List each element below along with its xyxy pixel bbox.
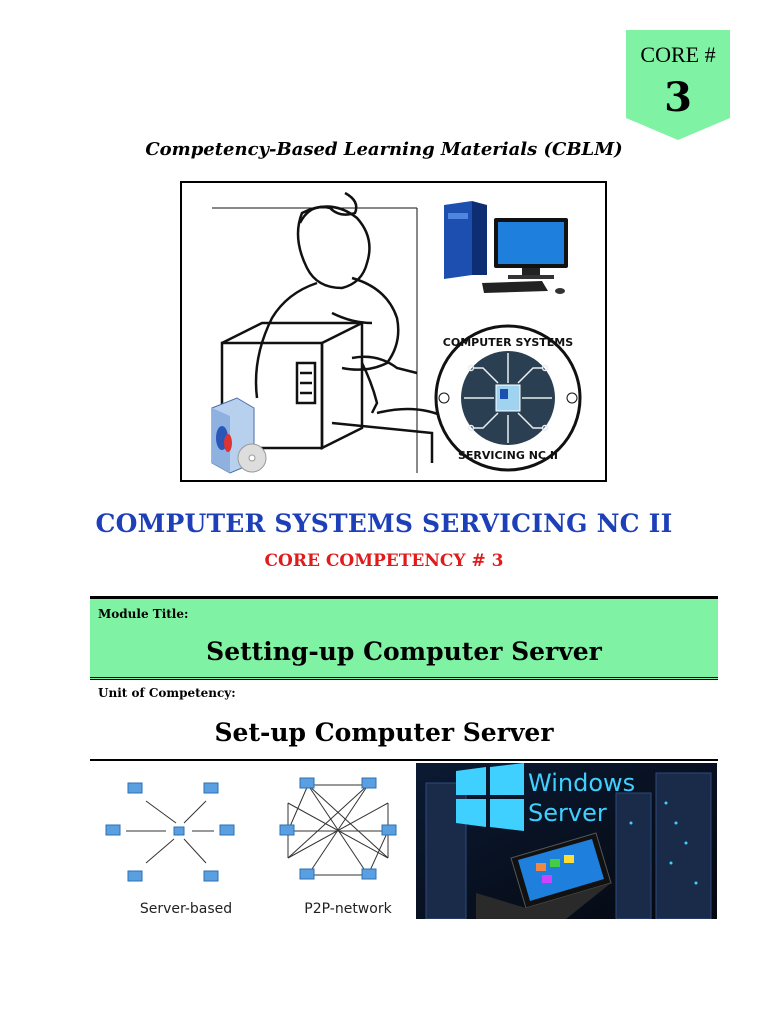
server-based-diagram: Server-based: [96, 763, 276, 923]
main-title: COMPUTER SYSTEMS SERVICING NC II: [95, 509, 673, 538]
svg-text:SERVICING NC II: SERVICING NC II: [458, 449, 558, 462]
unit-title: Set-up Computer Server: [214, 718, 554, 747]
badge-shape: [626, 30, 730, 140]
desktop-computer-icon: [444, 201, 568, 294]
css-nc2-logo: COMPUTER SYSTEMS SERVICING NC II: [434, 324, 582, 472]
technician-drawing: [212, 191, 448, 473]
cblm-subtitle: Competency-Based Learning Materials (CBL…: [145, 139, 623, 160]
server-text: Server: [528, 799, 607, 827]
module-title: Setting-up Computer Server: [206, 637, 602, 666]
module-box: Module Title: Setting-up Computer Server: [90, 596, 718, 680]
core-label: CORE #: [640, 42, 716, 67]
divider: [90, 759, 718, 761]
laptop-icon: [476, 832, 612, 919]
windows-server-image: Windows Server: [416, 763, 717, 919]
server-based-caption: Server-based: [139, 901, 233, 917]
core-number: 3: [664, 74, 692, 121]
core-badge: CORE # 3: [626, 30, 734, 140]
p2p-caption: P2P-network: [304, 901, 392, 917]
p2p-diagram: P2P-network: [258, 763, 438, 923]
module-label: Module Title:: [98, 607, 189, 621]
server-based-network-icon: [105, 782, 235, 882]
p2p-network-icon: [279, 777, 397, 880]
core-competency-heading: CORE COMPETENCY # 3: [264, 551, 504, 571]
windows-logo-icon: [456, 763, 524, 831]
software-box-icon: [211, 397, 267, 474]
svg-text:COMPUTER SYSTEMS: COMPUTER SYSTEMS: [443, 336, 573, 349]
windows-text: Windows: [528, 769, 636, 797]
cover-illustration: COMPUTER SYSTEMS SERVICING NC II: [180, 181, 607, 482]
unit-label: Unit of Competency:: [98, 686, 236, 700]
